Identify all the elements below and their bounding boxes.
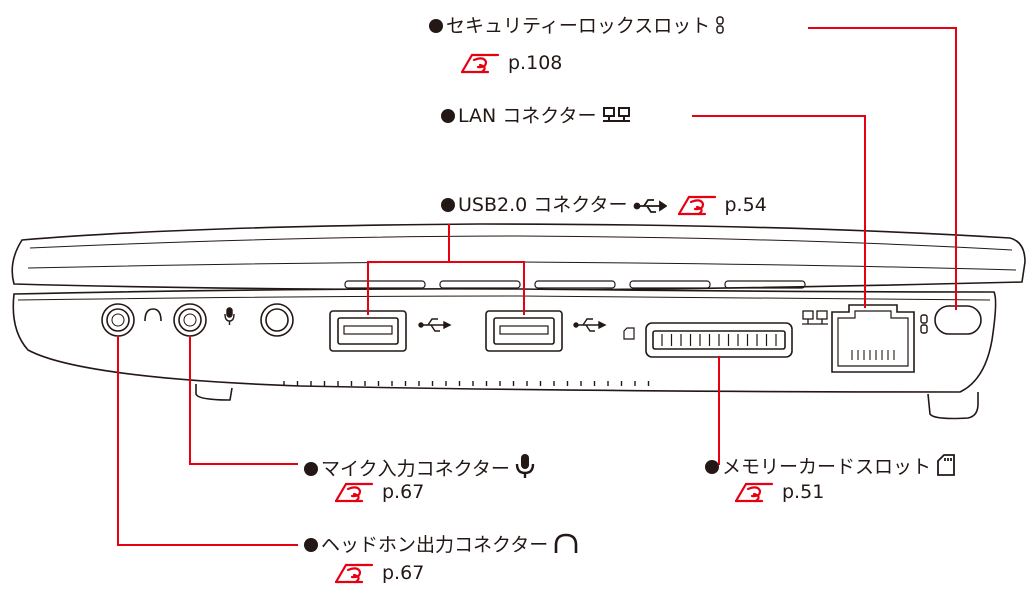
security-lock-ref[interactable]: p.108 [458,51,562,75]
memory-card-label: メモリーカードスロット [705,453,956,479]
security-lock-slot [934,305,982,335]
security-lock-label: セキュリティーロックスロット [429,14,725,38]
mic-ref[interactable]: p.67 [332,480,424,504]
lan-text: LAN コネクター [458,105,597,127]
manual-reference-icon [460,53,500,74]
laptop-lid [11,223,1026,291]
bullet [441,198,455,212]
manual-reference-icon [334,482,374,503]
memory-card-text: メモリーカードスロット [722,456,932,478]
lan-label: LAN コネクター [441,104,632,128]
page-ref-text: p.67 [382,481,425,503]
manual-reference-icon [734,482,774,503]
foot-right [927,392,979,420]
headphone-label: ヘッドホン出力コネクター [304,533,579,557]
security-lock-text: セキュリティーロックスロット [446,15,711,37]
bottom-vent-slots [283,381,650,386]
page-ref-text: p.67 [382,562,425,584]
callout-leader-lines [117,27,957,546]
page-ref-text[interactable]: p.54 [724,194,767,216]
manual-reference-icon [334,563,374,584]
manual-reference-icon[interactable] [675,194,719,216]
chassis-headphone-icon [144,308,162,322]
leader-security-lock [808,27,957,310]
sd-card-icon [937,454,955,476]
memory-card-ref[interactable]: p.51 [732,480,824,504]
leader-headphone [117,336,298,546]
microphone-icon [515,454,535,478]
dc-in-jack [260,303,294,337]
memory-card-slot [645,322,793,358]
headphone-ref[interactable]: p.67 [332,561,424,585]
chassis-sd-icon [623,327,635,340]
chassis-lan-icon [802,310,828,325]
chassis-mic-icon [224,307,235,325]
headphone-text: ヘッドホン出力コネクター [321,534,549,556]
mic-jack [173,303,207,337]
bullet [429,19,443,33]
mic-label: マイク入力コネクター [304,453,535,481]
kensington-lock-icon [716,16,725,34]
laptop-base [12,288,997,393]
lan-port-icon [602,107,630,122]
lid-vent-grooves [344,280,806,289]
headphone-jack [101,303,135,337]
page-ref-text: p.51 [782,481,825,503]
bullet [304,462,318,476]
usb-text: USB2.0 コネクター [458,194,628,216]
bullet [441,109,455,123]
laptop-right-side-view [11,223,1026,420]
page-ref-text: p.108 [508,52,563,74]
bullet [304,538,318,552]
chassis-lock-icon [920,314,928,334]
leader-usb-branch [367,261,525,315]
lan-port [831,304,915,373]
usb-icon [633,199,667,213]
leader-mic [189,336,298,465]
bullet [705,460,719,474]
mic-text: マイク入力コネクター [321,458,510,480]
usb-label: USB2.0 コネクター p.54 [441,193,767,217]
foot-left [195,384,233,401]
chassis-usb-icon-2 [573,318,607,332]
headphone-icon [554,533,578,553]
chassis-usb-icon-1 [418,318,452,332]
leader-lan [692,115,866,308]
